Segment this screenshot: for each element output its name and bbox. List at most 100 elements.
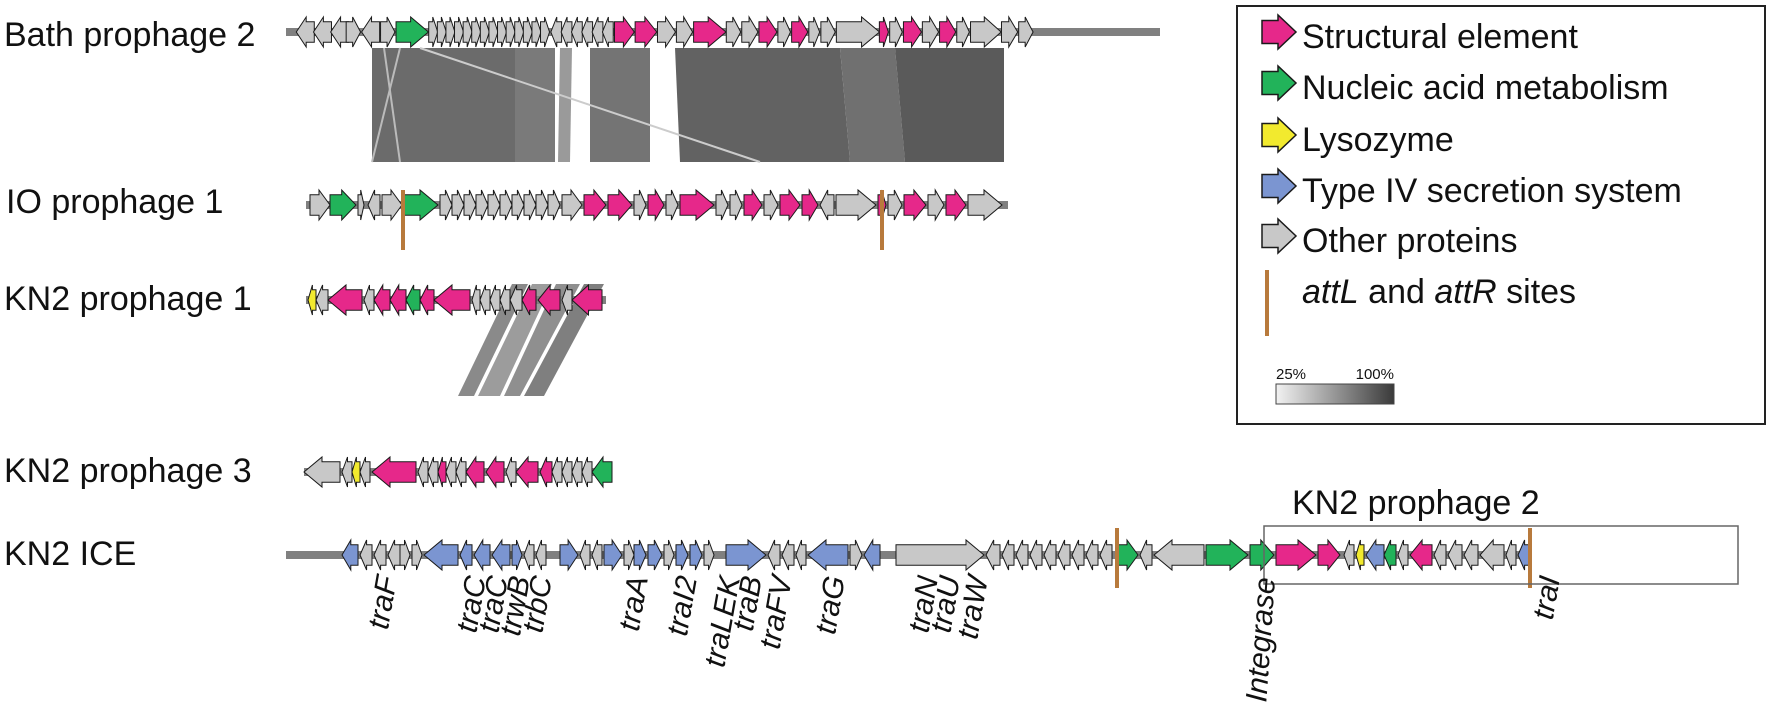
gene-kn2-ice-11 — [523, 539, 535, 571]
gene-kn2-ice-5 — [411, 539, 423, 571]
similarity-link-cross-2 — [419, 47, 761, 163]
gene-io-prophage-1-4 — [381, 188, 403, 222]
gene-kn2-prophage-1-14 — [521, 284, 537, 316]
similarity-link-p1-p3-1 — [478, 284, 552, 396]
legend-att-sites: sites — [1497, 273, 1576, 311]
gene-io-prophage-1-22 — [679, 188, 715, 222]
gene-kn2-ice-20 — [663, 539, 675, 571]
gene-kn2-ice-12 — [535, 539, 547, 571]
gene-bath-prophage-2-41 — [889, 16, 903, 48]
gene-bath-prophage-2-22 — [560, 16, 573, 48]
gene-kn2-ice-47 — [1317, 538, 1341, 572]
gene-kn2-prophage-1-17 — [571, 283, 603, 317]
gene-bath-prophage-2-5 — [380, 16, 396, 48]
legend-label-t4ss: Type IV secretion system — [1302, 172, 1682, 210]
gene-kn2-prophage-1-10 — [479, 284, 491, 316]
gene-kn2-ice-27 — [795, 539, 807, 571]
gene-bath-prophage-2-28 — [634, 15, 658, 49]
gene-bath-prophage-2-44 — [939, 15, 957, 49]
gene-bath-prophage-2-27 — [613, 15, 635, 49]
gene-kn2-prophage-3-0 — [303, 455, 341, 489]
gene-bath-prophage-2-7 — [428, 16, 439, 48]
gene-kn2-ice-23 — [703, 539, 715, 571]
similarity-link-cross-0 — [383, 47, 401, 163]
genome-tracks — [286, 15, 1532, 588]
gene-kn2-ice-34 — [1015, 539, 1029, 571]
gene-bath-prophage-2-9 — [445, 16, 456, 48]
gene-io-prophage-1-7 — [451, 189, 465, 221]
gene-kn2-prophage-1-9 — [471, 284, 481, 316]
gene-kn2-prophage-1-16 — [561, 284, 573, 316]
legend-swatch-t4ss — [1261, 167, 1298, 205]
gene-io-prophage-1-32 — [887, 189, 903, 221]
gene-io-prophage-1-0 — [309, 188, 331, 222]
gene-kn2-prophage-1-5 — [389, 283, 407, 317]
gene-label-traI2: traI2 — [661, 573, 704, 638]
gene-io-prophage-1-35 — [945, 188, 967, 222]
gene-bath-prophage-2-25 — [591, 16, 604, 48]
gene-kn2-prophage-3-8 — [445, 456, 457, 488]
gene-io-prophage-1-28 — [801, 188, 819, 222]
legend-label-att: attL and attR sites — [1302, 273, 1576, 311]
track-bath-prophage-2 — [286, 15, 1160, 49]
similarity-link-bath-io-2 — [558, 48, 572, 162]
gene-bath-prophage-2-33 — [741, 15, 759, 49]
gene-kn2-prophage-3-5 — [417, 456, 429, 488]
gene-bath-prophage-2-30 — [675, 15, 694, 49]
similarity-link-p1-p3-3 — [524, 284, 604, 396]
gene-bath-prophage-2-6 — [395, 15, 430, 49]
gene-bath-prophage-2-31 — [693, 15, 727, 49]
gene-bath-prophage-2-18 — [522, 16, 533, 48]
track-label-bath-prophage-2: Bath prophage 2 — [4, 16, 255, 54]
legend-swatch-lysozyme — [1261, 116, 1298, 154]
gene-kn2-ice-49 — [1355, 539, 1365, 571]
gene-kn2-ice-52 — [1397, 539, 1409, 571]
gene-bath-prophage-2-29 — [656, 15, 677, 49]
gene-kn2-prophage-1-13 — [509, 284, 523, 316]
att-site-kn2-ice-0 — [1115, 528, 1119, 588]
gene-kn2-prophage-3-6 — [427, 456, 439, 488]
similarity-link-bath-io-5 — [840, 48, 905, 162]
gene-kn2-prophage-3-10 — [465, 455, 485, 489]
gene-io-prophage-1-36 — [967, 188, 1003, 222]
legend-swatch-other — [1261, 217, 1298, 255]
legend-att-and: and — [1359, 273, 1435, 311]
gene-kn2-prophage-3-16 — [561, 456, 573, 488]
track-label-kn2-prophage-1: KN2 prophage 1 — [4, 280, 252, 318]
gene-bath-prophage-2-10 — [454, 16, 465, 48]
gene-kn2-ice-15 — [591, 539, 603, 571]
gene-kn2-prophage-1-6 — [405, 284, 421, 316]
gene-kn2-prophage-3-2 — [351, 456, 361, 488]
gene-kn2-ice-30 — [863, 538, 881, 572]
gene-kn2-prophage-3-13 — [515, 455, 539, 489]
gene-kn2-ice-46 — [1275, 538, 1317, 572]
gene-kn2-ice-58 — [1505, 539, 1517, 571]
track-kn2-prophage-1 — [306, 283, 606, 317]
gene-bath-prophage-2-42 — [902, 15, 923, 49]
gene-bath-prophage-2-15 — [497, 16, 508, 48]
gene-bath-prophage-2-48 — [1018, 16, 1034, 48]
gene-kn2-ice-57 — [1479, 538, 1505, 572]
gene-kn2-prophage-1-2 — [327, 283, 363, 317]
kn2-prophage-2-title: KN2 prophage 2 — [1292, 484, 1540, 522]
gene-bath-prophage-2-32 — [725, 16, 742, 48]
gene-kn2-ice-1 — [359, 539, 373, 571]
gene-kn2-ice-40 — [1099, 539, 1113, 571]
gene-io-prophage-1-9 — [475, 189, 489, 221]
gene-kn2-prophage-3-1 — [341, 456, 353, 488]
gene-io-prophage-1-24 — [729, 189, 743, 221]
gene-kn2-ice-48 — [1343, 539, 1355, 571]
gene-kn2-ice-44 — [1205, 538, 1249, 572]
similarity-scale-max: 100% — [1356, 366, 1394, 383]
gene-bath-prophage-2-4 — [361, 15, 381, 49]
gene-kn2-ice-41 — [1117, 538, 1139, 572]
gene-kn2-ice-8 — [473, 538, 491, 572]
legend-label-lysozyme: Lysozyme — [1302, 121, 1454, 159]
gene-kn2-ice-51 — [1383, 539, 1397, 571]
gene-kn2-ice-25 — [767, 539, 781, 571]
gene-io-prophage-1-13 — [523, 189, 537, 221]
gene-kn2-ice-2 — [373, 539, 387, 571]
gene-bath-prophage-2-20 — [540, 16, 551, 48]
gene-io-prophage-1-30 — [835, 188, 877, 222]
gene-io-prophage-1-1 — [329, 188, 357, 222]
